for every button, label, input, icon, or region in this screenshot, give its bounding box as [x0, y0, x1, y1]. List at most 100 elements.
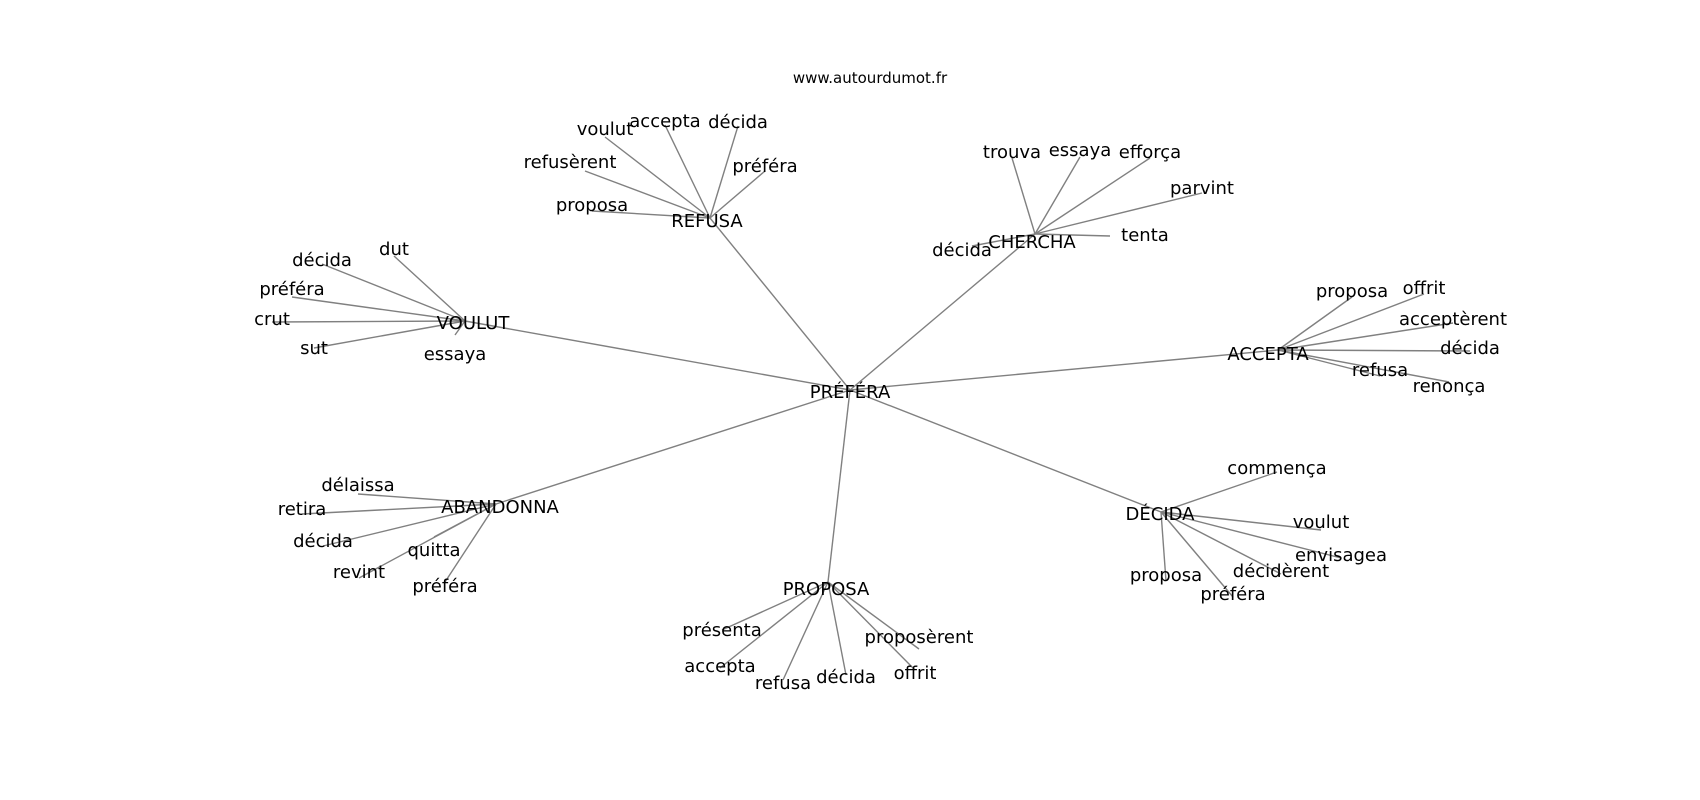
edge-hub-leaf	[1277, 349, 1381, 377]
edge-center-hub	[849, 389, 1162, 513]
leaf-node: proposa	[1130, 565, 1202, 586]
leaf-node: trouva	[983, 142, 1041, 163]
leaf-node: délaissa	[321, 475, 394, 496]
leaf-node: proposa	[556, 195, 628, 216]
leaf-node: envisagea	[1295, 545, 1387, 566]
leaf-node: voulut	[1293, 512, 1350, 533]
edge-hub-leaf	[721, 581, 829, 631]
edge-hub-leaf	[1277, 296, 1353, 351]
edge-hub-leaf	[1160, 471, 1278, 513]
edge-hub-leaf	[454, 320, 466, 336]
edge-hub-leaf	[321, 263, 466, 322]
leaf-node: revint	[333, 562, 385, 583]
leaf-node: préféra	[259, 279, 324, 300]
edge-hub-leaf	[1034, 192, 1203, 235]
edge-center-hub	[709, 217, 851, 391]
edge-hub-leaf	[322, 503, 497, 547]
leaf-node: décida	[932, 240, 992, 261]
leaf-node: tenta	[1121, 225, 1169, 246]
edge-hub-leaf	[1011, 157, 1036, 235]
leaf-node: décida	[816, 667, 876, 688]
edge-hub-leaf	[1160, 511, 1234, 598]
hub-node: ABANDONNA	[441, 497, 559, 518]
edge-hub-leaf	[1160, 511, 1342, 559]
edge-hub-leaf	[782, 581, 829, 681]
edge-center-hub	[827, 389, 851, 583]
edge-hub-leaf	[357, 493, 497, 505]
edge-hub-leaf	[719, 581, 829, 669]
edge-center-hub	[849, 233, 1036, 391]
hub-node: DÉCIDA	[1126, 503, 1196, 525]
leaf-node: offrit	[894, 663, 937, 684]
edge-hub-leaf	[604, 136, 711, 219]
edge-hub-leaf	[584, 170, 711, 219]
edge-hub-leaf	[827, 581, 916, 671]
leaf-node: quitta	[408, 540, 461, 561]
leaf-node: préféra	[1200, 584, 1265, 605]
edge-hub-leaf	[1160, 511, 1167, 582]
leaf-node: offrit	[1403, 278, 1446, 299]
hub-node: PROPOSA	[783, 579, 870, 600]
hub-node: CHERCHA	[988, 232, 1076, 253]
leaf-node: décida	[292, 250, 352, 271]
edge-hub-leaf	[709, 170, 766, 219]
edges	[271, 124, 1471, 681]
leaf-node: parvint	[1170, 178, 1234, 199]
leaf-node: préféra	[412, 576, 477, 597]
edge-hub-leaf	[393, 255, 466, 322]
edge-hub-leaf	[827, 581, 920, 650]
edge-hub-leaf	[1277, 349, 1450, 383]
edge-hub-leaf	[971, 233, 1036, 247]
leaf-node: refusèrent	[524, 152, 617, 173]
edge-hub-leaf	[1277, 293, 1425, 351]
edge-hub-leaf	[709, 125, 739, 219]
edge-hub-leaf	[444, 503, 497, 583]
edge-center-hub	[464, 320, 851, 391]
edge-hub-leaf	[1277, 322, 1454, 351]
leaf-node: décida	[1440, 338, 1500, 359]
leaf-node: proposa	[1316, 281, 1388, 302]
leaf-node: retira	[278, 499, 327, 520]
edge-hub-leaf	[1277, 349, 1471, 352]
leaf-node: sut	[300, 338, 328, 359]
leaf-node: renonça	[1413, 376, 1486, 397]
edge-hub-leaf	[291, 296, 466, 322]
hub-node: VOULUT	[437, 313, 511, 334]
leaf-node: essaya	[424, 344, 487, 365]
edge-hub-leaf	[358, 503, 497, 579]
edge-hub-leaf	[1160, 511, 1322, 531]
edge-hub-leaf	[271, 320, 466, 323]
leaf-node: voulut	[577, 119, 634, 140]
edge-hub-leaf	[313, 320, 466, 349]
leaf-node: crut	[254, 309, 290, 330]
leaf-node: préféra	[732, 156, 797, 177]
edge-hub-leaf	[591, 210, 711, 219]
site-url: www.autourdumot.fr	[793, 69, 948, 87]
edge-hub-leaf	[664, 124, 711, 219]
leaf-node: essaya	[1049, 140, 1112, 161]
leaf-node: acceptèrent	[1399, 309, 1507, 330]
edge-hub-leaf	[301, 503, 497, 515]
leaf-node: présenta	[682, 620, 761, 641]
edge-center-hub	[849, 349, 1279, 391]
leaf-node: dut	[379, 239, 409, 260]
leaf-node: décidèrent	[1233, 561, 1329, 582]
center-node: PRÉFÉRA	[810, 381, 891, 403]
edge-hub-leaf	[1160, 511, 1282, 575]
edge-hub-leaf	[827, 581, 847, 676]
edge-hub-leaf	[1034, 157, 1151, 235]
leaf-node: décida	[708, 112, 768, 133]
hub-node: REFUSA	[671, 211, 743, 232]
edge-center-hub	[495, 389, 851, 505]
leaf-node: proposèrent	[865, 627, 974, 648]
hub-node: ACCEPTA	[1227, 344, 1309, 365]
leaf-node: refusa	[755, 673, 811, 694]
leaf-node: accepta	[684, 656, 755, 677]
leaf-node: accepta	[629, 111, 700, 132]
leaf-node: commença	[1227, 458, 1326, 479]
edge-hub-leaf	[1034, 156, 1081, 235]
leaf-node: efforça	[1119, 142, 1181, 163]
leaf-node: refusa	[1352, 360, 1408, 381]
